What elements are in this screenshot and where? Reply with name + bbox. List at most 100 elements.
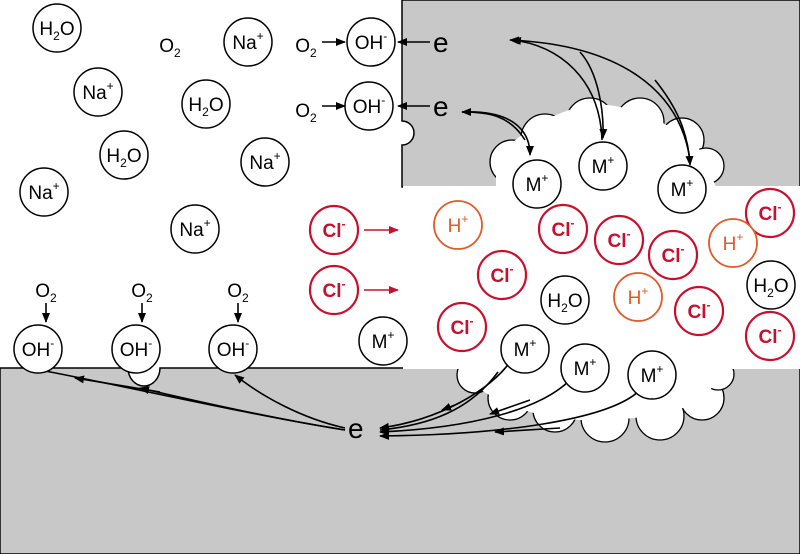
- svg-text:Cl-: Cl-: [688, 298, 711, 323]
- sodium-ion: Na+: [73, 67, 123, 117]
- chloride-ion: Cl-: [647, 229, 699, 281]
- electron-label: e: [433, 27, 449, 58]
- sodium-ion: Na+: [223, 17, 273, 67]
- svg-text:Cl-: Cl-: [451, 314, 474, 339]
- svg-text:Cl-: Cl-: [491, 262, 514, 287]
- h2o-molecule: H2O: [540, 275, 590, 325]
- svg-text:OH-: OH-: [22, 336, 55, 361]
- metal-ion: M+: [500, 324, 550, 374]
- chloride-ion: Cl-: [537, 203, 589, 255]
- electron-label: e: [348, 413, 364, 444]
- svg-text:H2O: H2O: [753, 276, 788, 300]
- arrow-e1-to-m-a: [579, 51, 608, 139]
- chloride-ion: Cl-: [308, 264, 360, 316]
- h2o-molecule: H2O: [181, 79, 231, 129]
- svg-text:Na+: Na+: [232, 29, 263, 54]
- svg-text:M+: M+: [592, 153, 615, 178]
- svg-text:Cl-: Cl-: [323, 277, 346, 302]
- svg-text:Cl-: Cl-: [552, 216, 575, 241]
- oxygen-molecule: O2: [227, 281, 249, 305]
- chloride-migration-arrows: [364, 226, 399, 294]
- sodium-ion: Na+: [240, 137, 290, 187]
- svg-text:H+: H+: [448, 212, 469, 237]
- chloride-ion: Cl-: [308, 204, 360, 256]
- chloride-ion: Cl-: [593, 214, 645, 266]
- arrow-m-to-e-2: [379, 379, 571, 436]
- svg-text:H2O: H2O: [106, 146, 141, 170]
- svg-text:Cl-: Cl-: [662, 242, 685, 267]
- svg-text:OH-: OH-: [120, 336, 153, 361]
- svg-text:OH-: OH-: [355, 29, 388, 54]
- h2o-molecule: H2O: [32, 3, 82, 53]
- svg-text:Cl-: Cl-: [608, 227, 631, 252]
- svg-text:M+: M+: [372, 328, 395, 353]
- svg-text:M+: M+: [641, 362, 664, 387]
- hydrogen-ion: H+: [613, 272, 663, 322]
- oxygen-molecule: O2: [35, 281, 57, 305]
- oxygen-molecule: O2: [295, 101, 317, 125]
- svg-text:H2O: H2O: [547, 291, 582, 315]
- chloride-ion: Cl-: [744, 187, 796, 239]
- arrow-e-to-m-1: [379, 371, 499, 431]
- svg-text:O2: O2: [35, 281, 57, 305]
- svg-text:M+: M+: [526, 171, 549, 196]
- svg-text:O2: O2: [131, 281, 153, 305]
- oh-ion: OH-: [208, 324, 258, 374]
- svg-text:Cl-: Cl-: [323, 217, 346, 242]
- electron-arrows: [39, 36, 694, 440]
- h2o-molecule: H2O: [99, 130, 149, 180]
- oh-ion: OH-: [344, 81, 394, 131]
- arrow-e-to-oh3: [234, 374, 346, 429]
- electron-label: e: [433, 91, 449, 122]
- metal-ion: M+: [560, 343, 610, 393]
- svg-text:Cl-: Cl-: [759, 200, 782, 225]
- oxygen-molecule: O2: [159, 36, 181, 60]
- oh-ion: OH-: [111, 324, 161, 374]
- svg-text:OH-: OH-: [217, 336, 250, 361]
- svg-text:H+: H+: [723, 230, 744, 255]
- sodium-ion: Na+: [170, 204, 220, 254]
- arrow-m-to-e-3: [379, 389, 641, 440]
- arrow-m-to-e1-b: [509, 36, 691, 161]
- oh-ion: OH-: [13, 324, 63, 374]
- chloride-ion: Cl-: [476, 249, 528, 301]
- svg-text:O2: O2: [227, 281, 249, 305]
- metal-ion: M+: [358, 316, 408, 366]
- svg-text:O2: O2: [295, 36, 317, 60]
- svg-text:M+: M+: [574, 355, 597, 380]
- metal-ion: M+: [578, 141, 628, 191]
- svg-text:M+: M+: [671, 176, 694, 201]
- svg-text:Na+: Na+: [28, 179, 59, 204]
- oxygen-molecule: O2: [295, 36, 317, 60]
- metal-ion: M+: [627, 350, 677, 400]
- arrow-m-to-e-1: [379, 361, 511, 431]
- metal-ion: M+: [512, 159, 562, 209]
- svg-text:H2O: H2O: [39, 19, 74, 43]
- oh-ion: OH-: [346, 17, 396, 67]
- sodium-ion: Na+: [19, 167, 69, 217]
- svg-text:Cl-: Cl-: [759, 323, 782, 348]
- svg-text:M+: M+: [514, 336, 537, 361]
- svg-text:Na+: Na+: [249, 149, 280, 174]
- chloride-ion: Cl-: [673, 285, 725, 337]
- svg-text:O2: O2: [295, 101, 317, 125]
- hydrogen-ion: H+: [708, 218, 758, 268]
- svg-text:H2O: H2O: [188, 95, 223, 119]
- svg-text:OH-: OH-: [353, 93, 386, 118]
- oxygen-molecule: O2: [131, 281, 153, 305]
- species-layer: H2O Na+ OH- Na+ H2O OH- H2O Na+ Na+ Na+ M+ M+ M+ H2O H…: [13, 3, 796, 400]
- svg-text:H+: H+: [628, 284, 649, 309]
- arrow-m-to-e2: [461, 108, 526, 141]
- chloride-ion: Cl-: [744, 310, 796, 362]
- arrow-e1-to-m-b: [654, 79, 694, 166]
- svg-text:O2: O2: [159, 36, 181, 60]
- arrow-m-to-e1-a: [511, 36, 603, 141]
- svg-text:Na+: Na+: [82, 79, 113, 104]
- oxygen-reduction-arrows: [42, 38, 346, 323]
- chloride-ion: Cl-: [436, 301, 488, 353]
- svg-text:Na+: Na+: [179, 216, 210, 241]
- hydrogen-ion: H+: [433, 200, 483, 250]
- arrow-e-to-oh2: [139, 386, 346, 431]
- metal-ion: M+: [657, 164, 707, 214]
